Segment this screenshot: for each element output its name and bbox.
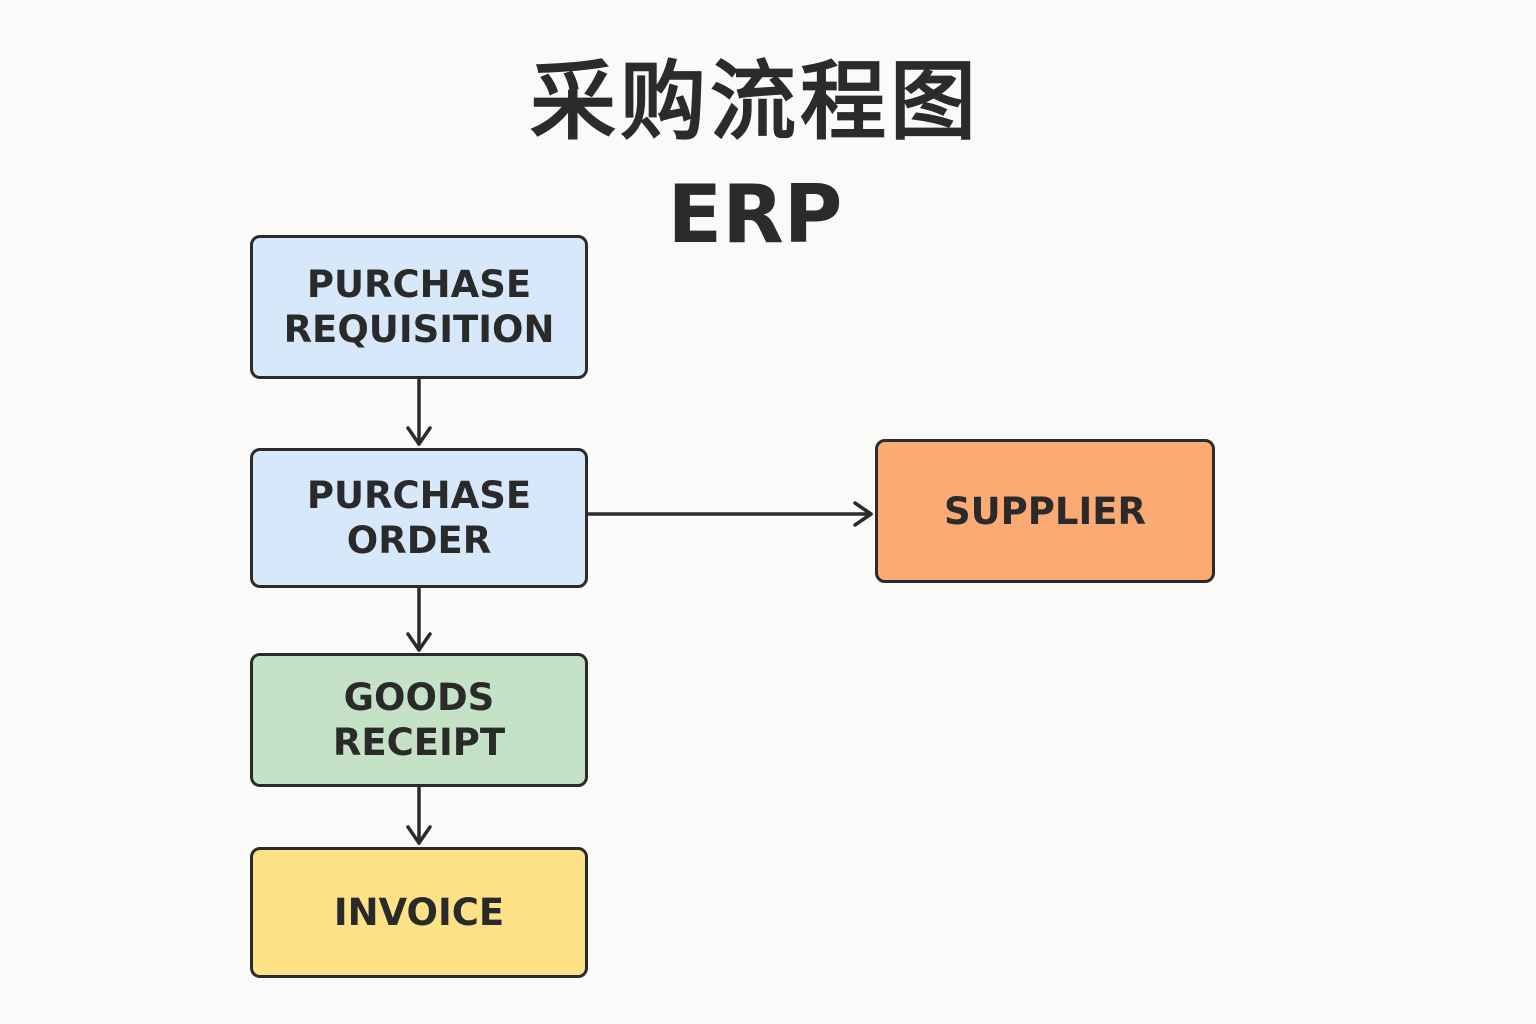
arrow-order-to-supplier: [587, 501, 873, 527]
node-invoice: INVOICE: [250, 847, 588, 978]
diagram-title: 采购流程图: [530, 52, 980, 152]
arrow-order-to-goods-receipt: [406, 587, 432, 652]
node-label: PURCHASE ORDER: [306, 474, 532, 562]
node-supplier: SUPPLIER: [875, 439, 1215, 583]
diagram-subtitle: ERP: [667, 168, 843, 261]
node-goods-receipt: GOODS RECEIPT: [250, 653, 588, 787]
node-label: INVOICE: [333, 891, 505, 934]
arrow-goods-receipt-to-invoice: [406, 786, 432, 845]
node-label: GOODS RECEIPT: [332, 676, 506, 764]
node-label: SUPPLIER: [943, 489, 1147, 533]
node-purchase-order: PURCHASE ORDER: [250, 448, 588, 588]
node-label: PURCHASE REQUISITION: [283, 263, 555, 351]
arrow-requisition-to-order: [406, 378, 432, 446]
node-purchase-requisition: PURCHASE REQUISITION: [250, 235, 588, 379]
